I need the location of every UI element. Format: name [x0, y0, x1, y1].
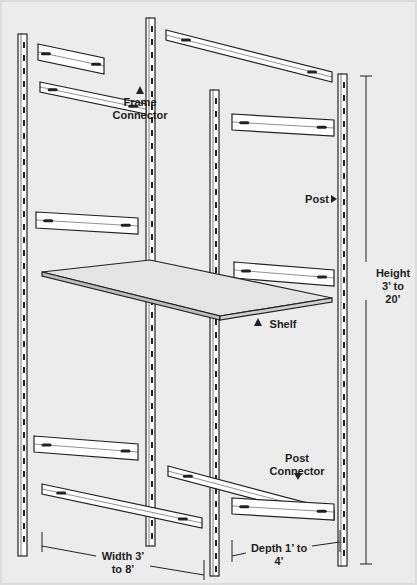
dimension-label: Depth 1’ to 4’: [248, 542, 310, 568]
pointer-triangle: [331, 195, 337, 203]
connector-plate: [232, 114, 334, 136]
pointer-triangle: [254, 318, 262, 326]
part-label: Shelf: [263, 318, 303, 331]
part-label: Post: [302, 193, 332, 206]
post: [18, 34, 27, 556]
connector-plate: [166, 30, 332, 82]
pointer-triangle: [136, 86, 144, 94]
height-dimension: [360, 76, 372, 564]
connector-plate: [36, 212, 138, 234]
shelf-panel: [42, 260, 332, 320]
part-label: Frame Connector: [108, 96, 172, 122]
connector-plate: [232, 498, 334, 520]
post: [338, 74, 347, 566]
dimension-label: Height 3’ to 20’: [373, 267, 413, 306]
connector-plate: [34, 436, 138, 460]
width-dimension: [42, 532, 204, 580]
post: [210, 90, 219, 576]
connector-plate: [38, 44, 104, 74]
part-label: Post Connector: [262, 452, 332, 478]
dimension-label: Width 3’ to 8’: [98, 550, 148, 576]
connector-plate: [42, 484, 202, 528]
